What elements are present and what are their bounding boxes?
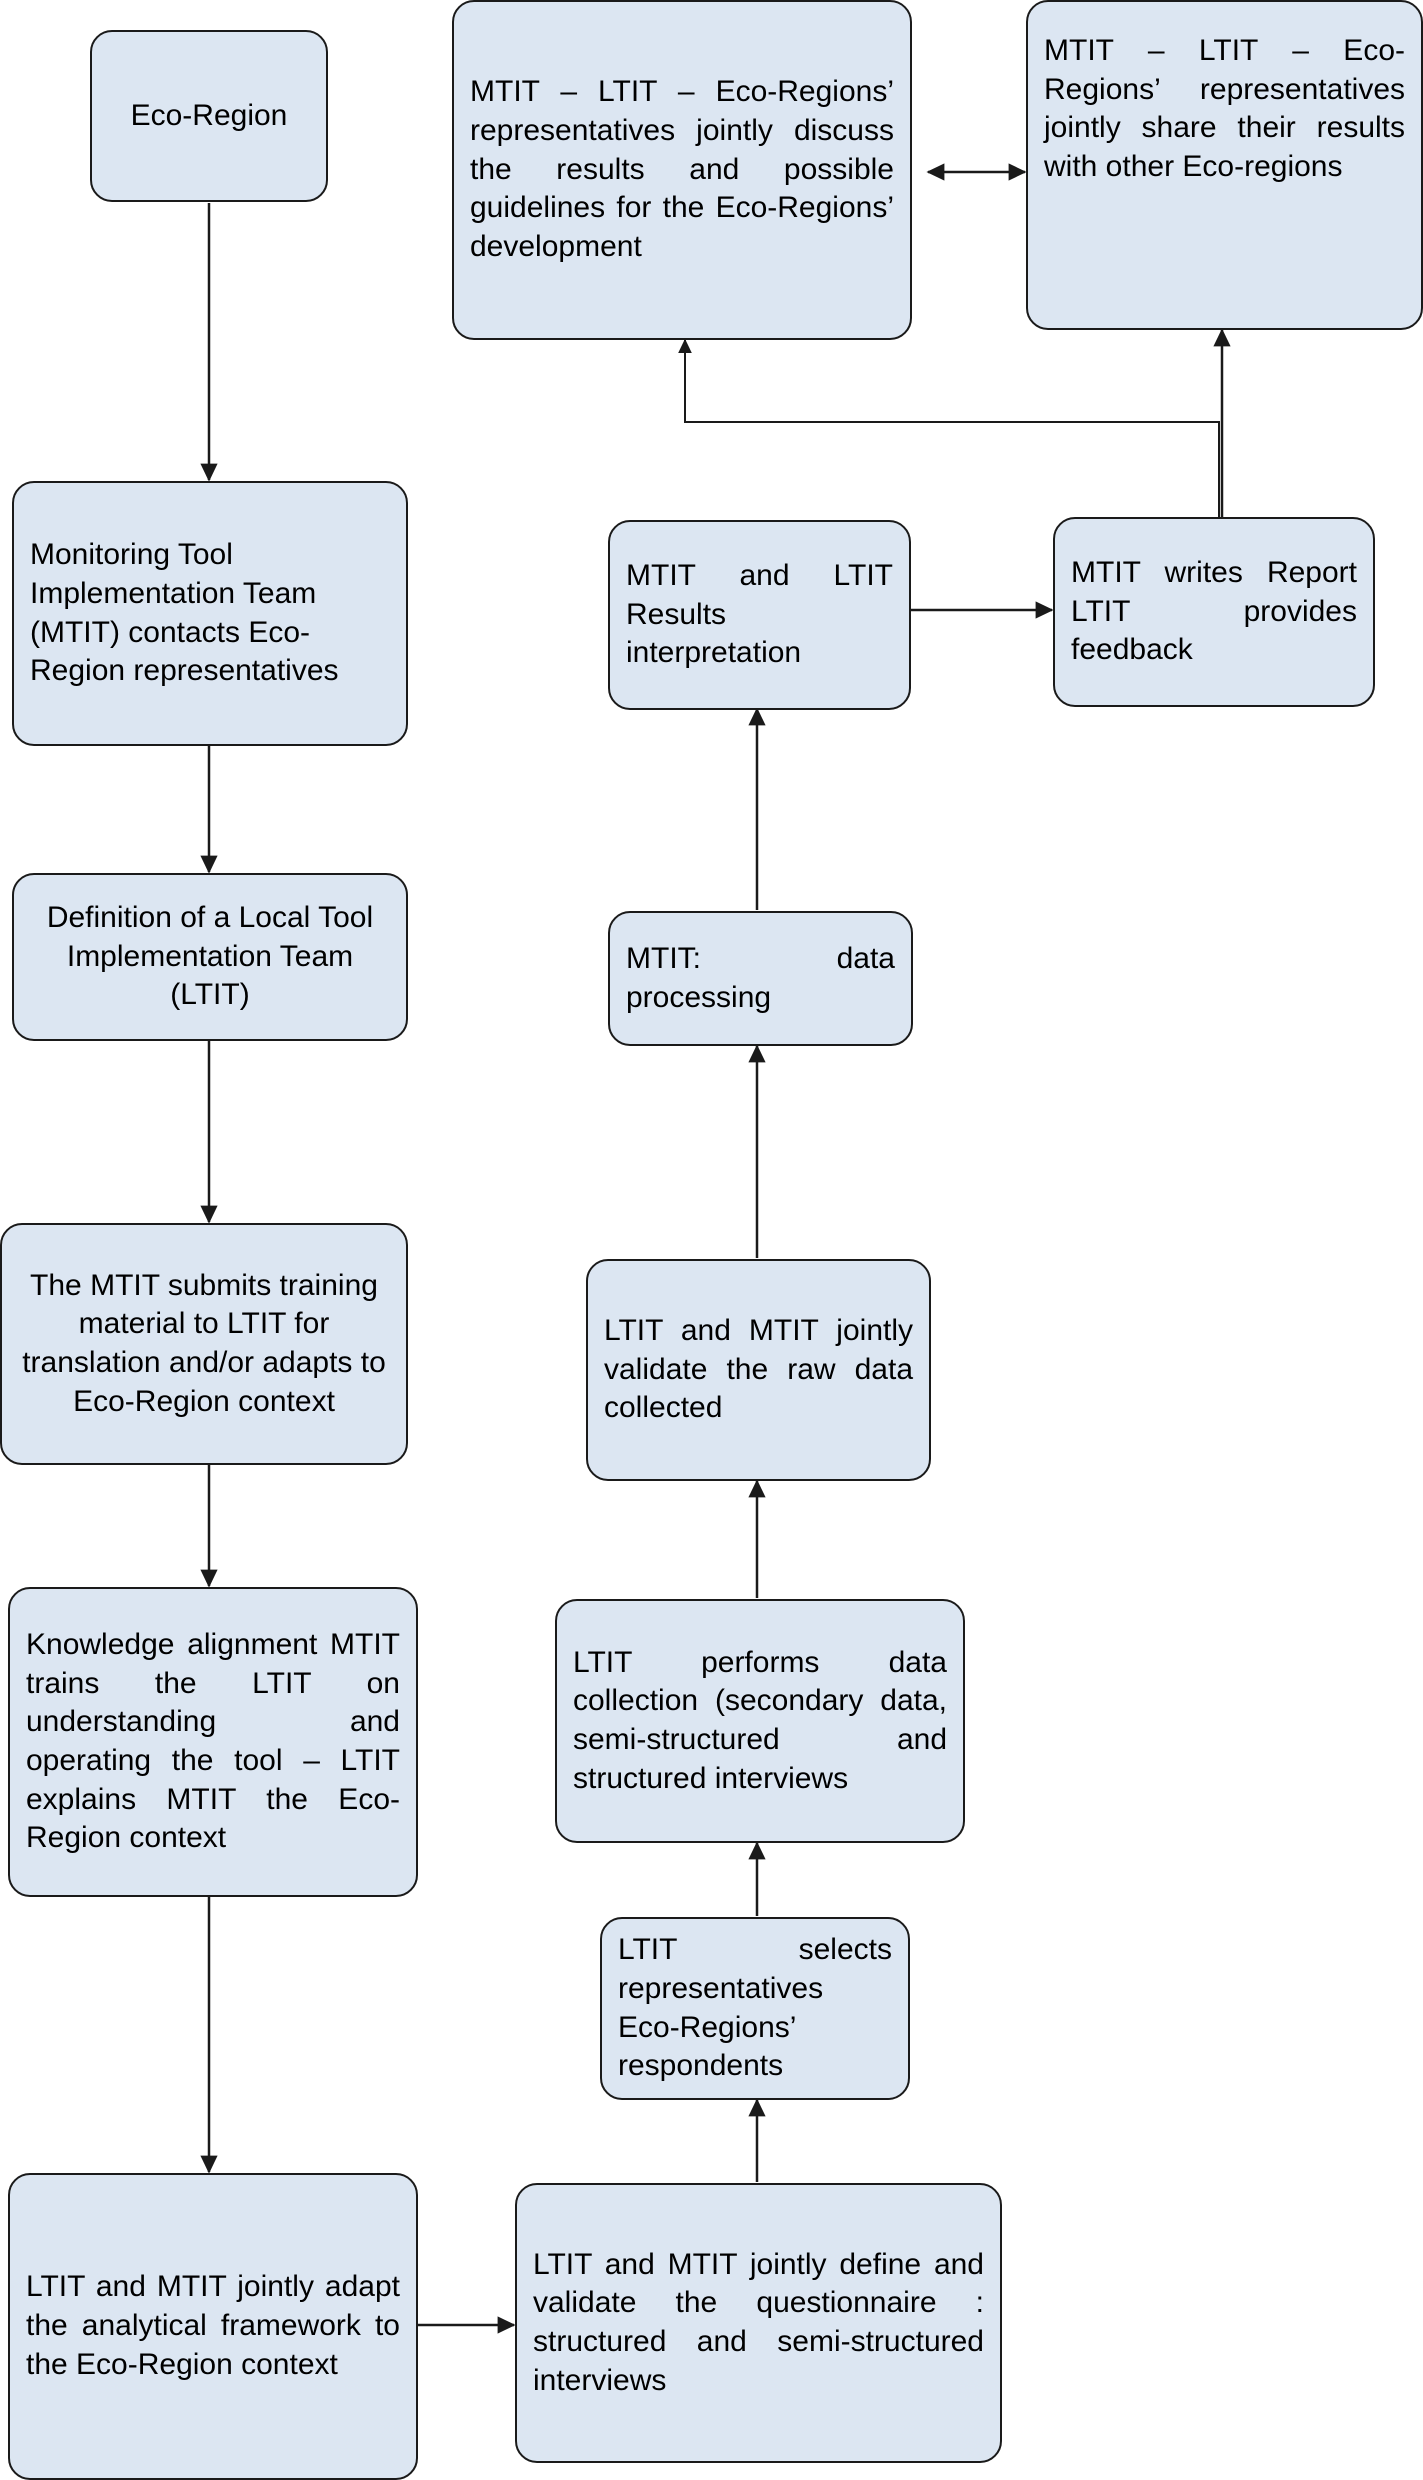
node-results-interpretation[interactable]: MTIT and LTIT Results interpretation	[608, 520, 911, 710]
node-knowledge-alignment[interactable]: Knowledge alignment MTIT trains the LTIT…	[8, 1587, 418, 1897]
node-definition-ltit-label: Definition of a Local Tool Implementatio…	[46, 900, 374, 1012]
node-adapt-framework-label: LTIT and MTIT jointly adapt the analytic…	[26, 2270, 400, 2381]
node-eco-region[interactable]: Eco-Region	[90, 30, 328, 202]
node-results-interpretation-label: MTIT and LTIT Results interpretation	[626, 558, 893, 670]
node-validate-raw-data[interactable]: LTIT and MTIT jointly validate the raw d…	[586, 1259, 931, 1481]
node-validate-raw-data-label: LTIT and MTIT jointly validate the raw d…	[604, 1313, 913, 1425]
node-share-results-label: MTIT – LTIT – Eco-Regions’ representativ…	[1044, 34, 1405, 184]
node-mtit-contacts[interactable]: Monitoring Tool Implementation Team (MTI…	[12, 481, 408, 746]
node-knowledge-alignment-label: Knowledge alignment MTIT trains the LTIT…	[26, 1627, 400, 1855]
node-adapt-framework[interactable]: LTIT and MTIT jointly adapt the analytic…	[8, 2173, 418, 2480]
edge-writesreport-to-discussresults	[678, 338, 1220, 524]
node-define-questionnaire-label: LTIT and MTIT jointly define and validat…	[533, 2247, 984, 2397]
node-data-processing-label: MTIT: data processing	[626, 941, 895, 1014]
node-performs-collection[interactable]: LTIT performs data collection (secondary…	[555, 1599, 965, 1843]
node-eco-region-label: Eco-Region	[130, 98, 288, 132]
node-selects-respondents-label: LTIT selects representatives Eco-Regions…	[618, 1933, 892, 2083]
node-writes-report-label: MTIT writes Report LTIT provides feedbac…	[1071, 555, 1357, 667]
node-mtit-contacts-label: Monitoring Tool Implementation Team (MTI…	[30, 538, 339, 688]
node-writes-report[interactable]: MTIT writes Report LTIT provides feedbac…	[1053, 517, 1375, 707]
node-data-processing[interactable]: MTIT: data processing	[608, 911, 913, 1046]
node-share-results[interactable]: MTIT – LTIT – Eco-Regions’ representativ…	[1026, 0, 1423, 330]
node-selects-respondents[interactable]: LTIT selects representatives Eco-Regions…	[600, 1917, 910, 2100]
node-mtit-submits-label: The MTIT submits training material to LT…	[22, 1268, 386, 1418]
node-mtit-submits[interactable]: The MTIT submits training material to LT…	[0, 1223, 408, 1465]
node-performs-collection-label: LTIT performs data collection (secondary…	[573, 1645, 947, 1795]
node-define-questionnaire[interactable]: LTIT and MTIT jointly define and validat…	[515, 2183, 1002, 2463]
node-discuss-results[interactable]: MTIT – LTIT – Eco-Regions’ representativ…	[452, 0, 912, 340]
node-definition-ltit[interactable]: Definition of a Local Tool Implementatio…	[12, 873, 408, 1041]
node-discuss-results-label: MTIT – LTIT – Eco-Regions’ representativ…	[470, 75, 894, 264]
